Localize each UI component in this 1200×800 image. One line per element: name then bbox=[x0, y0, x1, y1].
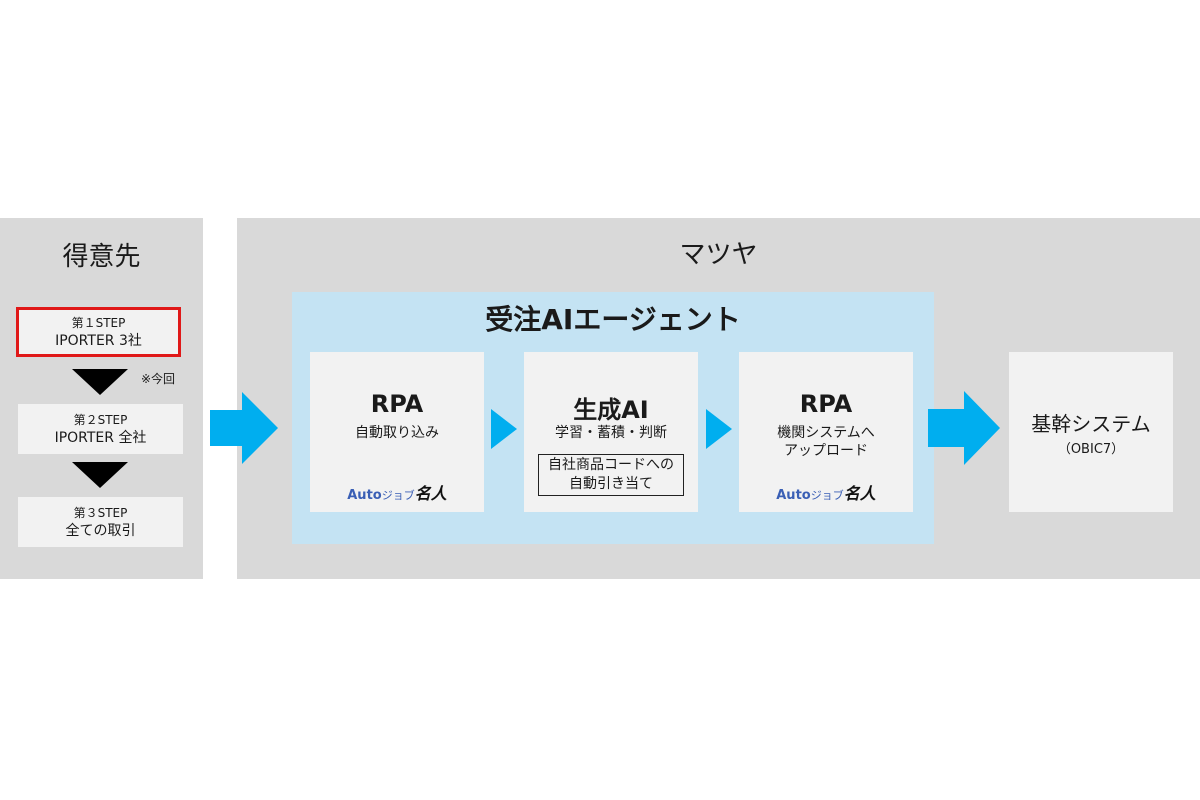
step-2-label: 第２STEP bbox=[73, 413, 128, 427]
autojob-meijin-logo: Autoジョブ名人 bbox=[347, 484, 447, 503]
step-1-scope: IPORTER 3社 bbox=[55, 333, 142, 349]
rpa-import-card: RPA 自動取り込み Autoジョブ名人 bbox=[310, 352, 484, 512]
right-arrow-icon bbox=[210, 392, 278, 464]
card-title: 生成AI bbox=[573, 396, 649, 424]
down-arrow-icon bbox=[72, 369, 128, 395]
step-1-label: 第１STEP bbox=[71, 316, 126, 330]
step-3-box: 第３STEP 全ての取引 bbox=[18, 497, 183, 547]
auto-assign-box: 自社商品コードへの 自動引き当て bbox=[538, 454, 684, 496]
core-system-title: 基幹システム bbox=[1031, 412, 1151, 436]
company-title: マツヤ bbox=[679, 240, 758, 270]
card-title: RPA bbox=[799, 390, 853, 418]
rpa-upload-card: RPA 機関システムへ アップロード Autoジョブ名人 bbox=[739, 352, 913, 512]
card-subtitle: 自動取り込み bbox=[355, 425, 439, 441]
ai-agent-title: 受注AIエージェント bbox=[485, 303, 741, 336]
small-right-arrow-icon bbox=[491, 409, 517, 449]
step-2-scope: IPORTER 全社 bbox=[54, 430, 147, 446]
step-2-box: 第２STEP IPORTER 全社 bbox=[18, 404, 183, 454]
core-system-subtitle: （OBIC7） bbox=[1057, 442, 1125, 457]
card-title: RPA bbox=[370, 390, 424, 418]
core-system-box: 基幹システム （OBIC7） bbox=[1009, 352, 1173, 512]
small-right-arrow-icon bbox=[706, 409, 732, 449]
current-note: ※今回 bbox=[141, 372, 176, 386]
step-1-box: 第１STEP IPORTER 3社 bbox=[16, 307, 181, 357]
autojob-meijin-logo: Autoジョブ名人 bbox=[776, 484, 876, 503]
step-3-scope: 全ての取引 bbox=[65, 523, 136, 539]
step-3-label: 第３STEP bbox=[73, 506, 128, 520]
down-arrow-icon bbox=[72, 462, 128, 488]
card-subtitle: 学習・蓄積・判断 bbox=[555, 425, 667, 441]
customer-title: 得意先 bbox=[62, 242, 141, 272]
right-arrow-icon bbox=[928, 391, 1000, 465]
card-subtitle: 機関システムへ アップロード bbox=[777, 425, 875, 459]
generative-ai-card: 生成AI 学習・蓄積・判断 自社商品コードへの 自動引き当て bbox=[524, 352, 698, 512]
